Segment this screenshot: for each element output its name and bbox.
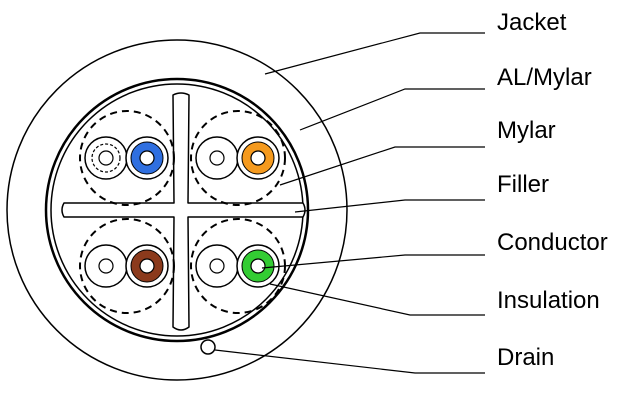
leader-line-insulation	[269, 283, 485, 316]
label-filler: Filler	[497, 171, 549, 198]
cross-filler	[61, 92, 306, 331]
conductor-orange	[236, 136, 280, 180]
leader-line-al-mylar	[299, 88, 485, 131]
pair-mylar-top-left	[79, 110, 175, 206]
pair-mylar-top-right	[190, 110, 286, 206]
conductor-white-3	[84, 244, 128, 288]
label-jacket: Jacket	[497, 9, 567, 36]
label-conductor: Conductor	[497, 229, 608, 256]
conductor-white-4	[195, 244, 239, 288]
leader-line-conductor	[261, 254, 485, 269]
conductor-white-1	[84, 136, 128, 180]
conductor-brown	[125, 244, 169, 288]
conductor-white-2	[195, 136, 239, 180]
label-mylar: Mylar	[497, 117, 556, 144]
leader-line-mylar	[279, 146, 485, 186]
pair-mylar-bottom-left	[79, 218, 175, 314]
leader-line-jacket	[264, 32, 485, 75]
leader-line-drain	[214, 349, 485, 374]
label-al-mylar: AL/Mylar	[497, 64, 592, 91]
jacket-outer-circle	[6, 39, 348, 381]
leader-line-filler	[294, 199, 485, 213]
conductor-green	[236, 244, 280, 288]
drain-wire	[200, 339, 216, 355]
label-drain: Drain	[497, 344, 554, 371]
conductor-blue	[125, 136, 169, 180]
label-insulation: Insulation	[497, 287, 600, 314]
